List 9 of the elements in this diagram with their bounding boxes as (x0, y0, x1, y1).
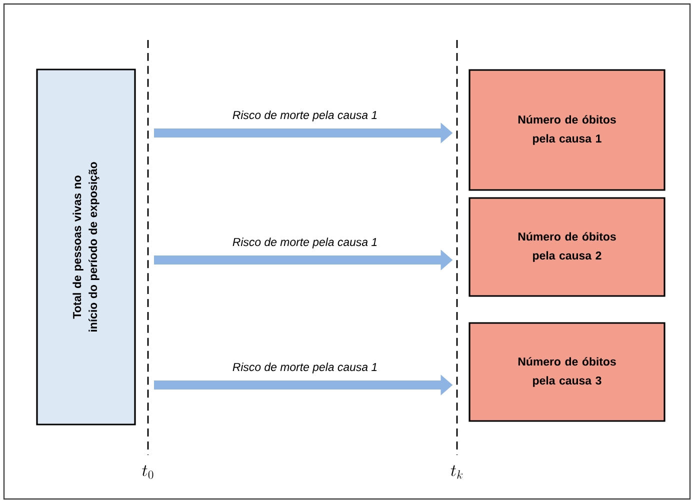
deaths-box: Número de óbitos pela causa 3 (468, 322, 666, 422)
edge-label: Risco de morte pela causa 1 (232, 238, 377, 248)
deaths-box: Número de óbitos pela causa 1 (468, 69, 666, 191)
population-box: Total de pessoas vivas no início do período de exposição (36, 68, 136, 426)
time-label: $t_0$ (142, 465, 154, 479)
edge-label: Risco de morte pela causa 1 (232, 362, 377, 374)
deaths-box: Número de óbitos pela causa 2 (468, 197, 666, 297)
edge-label: Risco de morte pela causa 1 (232, 110, 377, 122)
time-label: $t_k$ (450, 465, 463, 479)
